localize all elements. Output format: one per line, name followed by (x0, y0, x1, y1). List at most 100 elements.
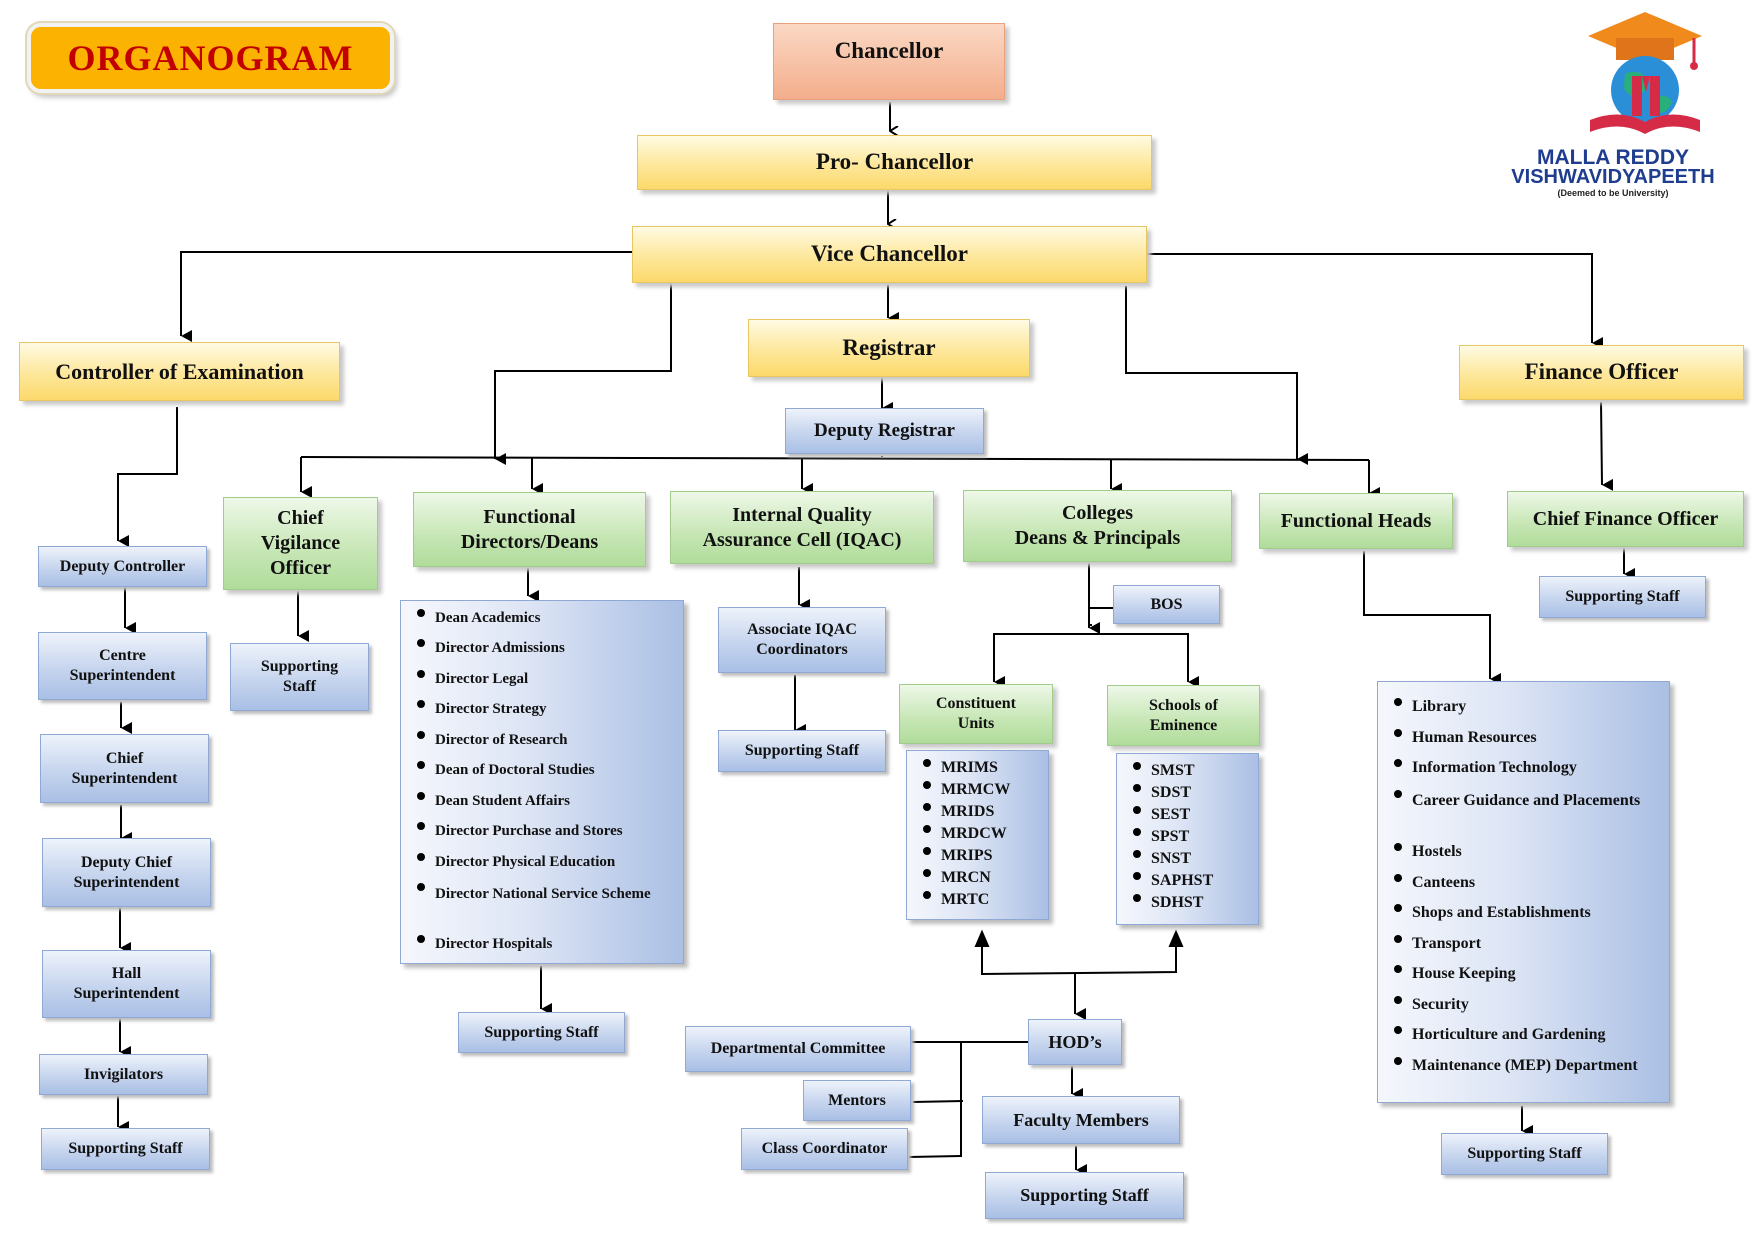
departmental-committee-label: Departmental Committee (710, 1040, 886, 1057)
chief-superintendent-line2: Superintendent (71, 769, 178, 787)
page-title: ORGANOGRAM (67, 38, 354, 78)
list-item: Library (1378, 698, 1669, 729)
registrar-label: Registrar (842, 334, 936, 360)
list-item: MRIPS (907, 847, 1048, 869)
chief-vigilance-line1: Chief (277, 507, 324, 529)
chancellor-box: Chancellor (773, 23, 1005, 100)
list-item: Human Resources (1378, 729, 1669, 759)
schools-of-eminence-line1: Schools of (1149, 696, 1218, 714)
vigilance-supporting-staff-box: Supporting Staff (230, 643, 369, 711)
list-item: Maintenance (MEP) Department (1378, 1057, 1669, 1079)
chief-superintendent-box: Chief Superintendent (40, 734, 209, 803)
bos-box: BOS (1113, 585, 1220, 624)
faculty-members-box: Faculty Members (982, 1096, 1180, 1144)
functional-directors-box: Functional Directors/Deans (413, 492, 646, 567)
list-item: Hostels (1378, 843, 1669, 874)
vice-chancellor-label: Vice Chancellor (811, 241, 968, 267)
faculty-members-label: Faculty Members (1013, 1109, 1149, 1130)
functional-heads-box: Functional Heads (1259, 493, 1453, 549)
deputy-registrar-box: Deputy Registrar (785, 408, 984, 454)
hall-superintendent-line2: Superintendent (73, 985, 180, 1002)
centre-superintendent-line2: Superintendent (69, 667, 176, 684)
list-item: Director Hospitals (401, 935, 683, 957)
associate-iqac-box: Associate IQAC Coordinators (718, 607, 886, 673)
vice-chancellor-box: Vice Chancellor (632, 226, 1147, 283)
finance-supporting-staff-label: Supporting Staff (1565, 588, 1680, 605)
mentors-box: Mentors (803, 1080, 911, 1121)
constituent-units-line2: Units (957, 715, 995, 732)
organogram-title-badge: ORGANOGRAM (27, 23, 394, 93)
iqac-supporting-staff-box: Supporting Staff (718, 730, 886, 772)
registrar-box: Registrar (748, 319, 1030, 377)
deputy-chief-superintendent-box: Deputy Chief Superintendent (42, 838, 211, 907)
iqac-supporting-staff-label: Supporting Staff (744, 742, 860, 759)
list-item: MRMCW (907, 781, 1048, 803)
hall-superintendent-box: Hall Superintendent (42, 950, 211, 1018)
list-item: MRDCW (907, 825, 1048, 847)
hods-label: HOD’s (1048, 1031, 1102, 1052)
colleges-line2: Deans & Principals (1014, 527, 1181, 549)
faculty-supporting-staff-box: Supporting Staff (985, 1172, 1184, 1219)
colleges-box: Colleges Deans & Principals (963, 490, 1232, 562)
list-item: MRCN (907, 869, 1048, 891)
list-item: SPST (1117, 828, 1258, 850)
colleges-line1: Colleges (1061, 502, 1134, 524)
chancellor-label: Chancellor (834, 38, 944, 63)
list-item: SEST (1117, 806, 1258, 828)
chief-finance-officer-label: Chief Finance Officer (1532, 507, 1719, 530)
hall-superintendent-line1: Hall (111, 965, 142, 982)
functional-directors-line1: Functional (483, 505, 576, 528)
centre-superintendent-line1: Centre (99, 647, 146, 664)
centre-superintendent-box: Centre Superintendent (38, 632, 207, 700)
list-item: Director of Research (401, 731, 683, 761)
invigilators-label: Invigilators (83, 1065, 164, 1083)
list-item: SDST (1117, 784, 1258, 806)
deputy-controller-box: Deputy Controller (38, 546, 207, 587)
finance-officer-label: Finance Officer (1524, 359, 1679, 385)
pro-chancellor-label: Pro- Chancellor (815, 149, 974, 175)
list-item: Information Technology (1378, 759, 1669, 790)
finance-officer-box: Finance Officer (1459, 345, 1744, 400)
chief-vigilance-officer-box: Chief Vigilance Officer (223, 497, 378, 590)
list-item: SDHST (1117, 894, 1258, 916)
invigilators-box: Invigilators (39, 1054, 208, 1095)
chief-vigilance-line3: Officer (269, 557, 332, 579)
functional-heads-supporting-staff-label: Supporting Staff (1467, 1145, 1582, 1162)
departmental-committee-box: Departmental Committee (685, 1026, 911, 1072)
functional-heads-list: Library Human Resources Information Tech… (1377, 681, 1670, 1103)
deputy-chief-superintendent-line2: Superintendent (73, 873, 180, 891)
controller-of-examination-box: Controller of Examination (19, 342, 340, 401)
chief-vigilance-line2: Vigilance (260, 532, 341, 554)
class-coordinator-box: Class Coordinator (741, 1128, 908, 1170)
list-item: Director Purchase and Stores (401, 822, 683, 853)
deputy-chief-superintendent-line1: Deputy Chief (80, 853, 173, 871)
mentors-label: Mentors (828, 1091, 886, 1109)
vigilance-supporting-staff-line2: Staff (283, 678, 316, 695)
iqac-line1: Internal Quality (732, 503, 872, 526)
deputy-controller-label: Deputy Controller (59, 557, 186, 575)
list-item: SNST (1117, 850, 1258, 872)
associate-iqac-line1: Associate IQAC (747, 621, 857, 638)
list-item: Transport (1378, 935, 1669, 965)
hods-box: HOD’s (1028, 1019, 1122, 1065)
iqac-line2: Assurance Cell (IQAC) (702, 528, 902, 551)
list-item: MRTC (907, 891, 1048, 913)
list-item: SAPHST (1117, 872, 1258, 894)
list-item: Horticulture and Gardening (1378, 1026, 1669, 1057)
finance-supporting-staff-box: Supporting Staff (1539, 576, 1706, 618)
pro-chancellor-box: Pro- Chancellor (637, 135, 1152, 190)
schools-of-eminence-box: Schools of Eminence (1107, 685, 1260, 746)
functional-directors-line2: Directors/Deans (460, 530, 599, 553)
controller-supporting-staff-box: Supporting Staff (41, 1128, 210, 1170)
list-item: Shops and Establishments (1378, 904, 1669, 935)
iqac-box: Internal Quality Assurance Cell (IQAC) (670, 491, 934, 564)
faculty-supporting-staff-label: Supporting Staff (1020, 1185, 1149, 1206)
constituent-units-line1: Constituent (935, 695, 1016, 712)
constituent-units-box: Constituent Units (899, 684, 1053, 744)
list-item: Director Physical Education (401, 853, 683, 883)
schools-of-eminence-line2: Eminence (1149, 716, 1218, 734)
list-item: Dean Student Affairs (401, 792, 683, 822)
list-item: Director Admissions (401, 639, 683, 670)
vigilance-supporting-staff-line1: Supporting (260, 658, 339, 675)
